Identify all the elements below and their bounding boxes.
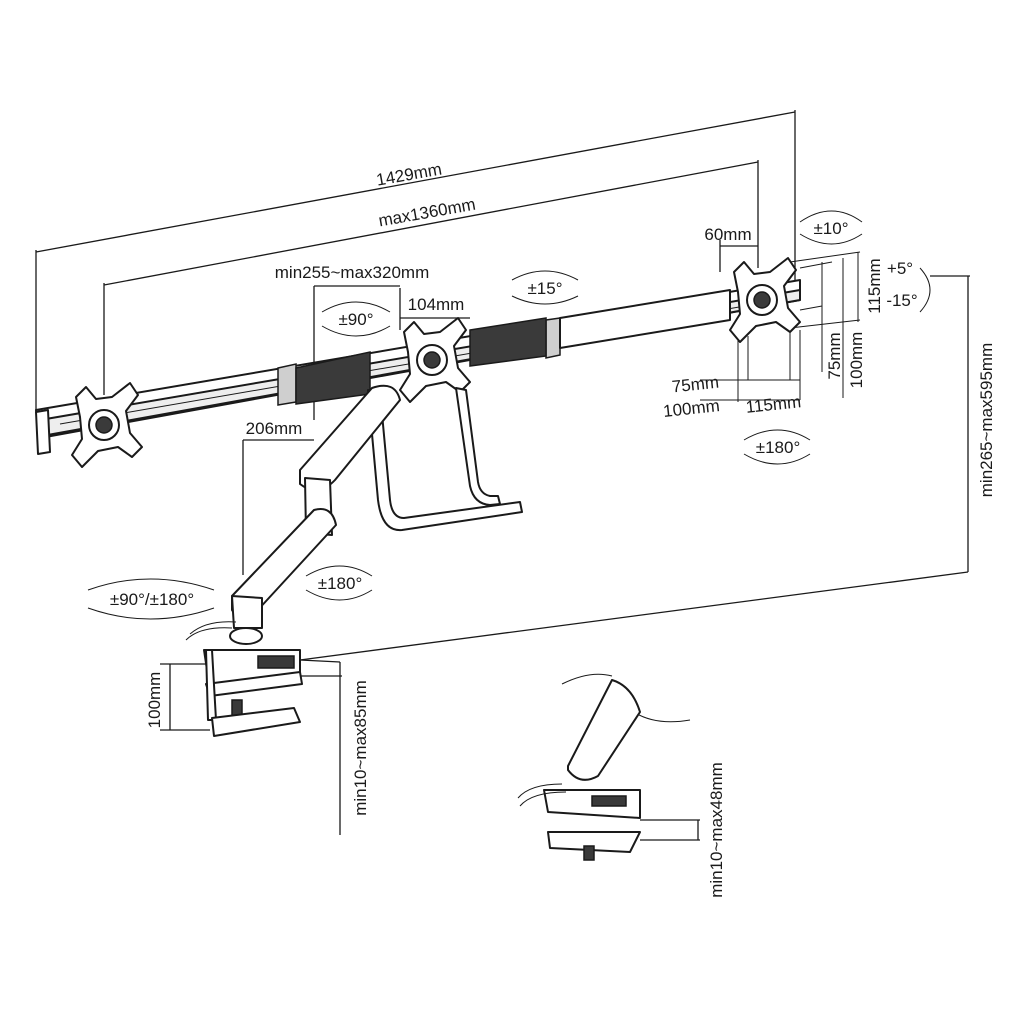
- label-center-offset: 104mm: [408, 295, 465, 314]
- label-vesa-100-v: 100mm: [847, 332, 866, 389]
- label-tilt-down: -15°: [886, 291, 917, 310]
- label-arm-reach: min255~max320mm: [275, 263, 430, 282]
- desk-edge-line: [299, 659, 341, 663]
- vesa-plate-right: [729, 257, 801, 343]
- label-tilt-up: +5°: [887, 259, 913, 278]
- label-vesa-100-h: 100mm: [662, 396, 720, 421]
- label-total-width: 1429mm: [375, 159, 443, 189]
- label-head-swivel: ±90°: [338, 310, 373, 329]
- label-vesa-75-v: 75mm: [825, 332, 844, 379]
- label-edge-offset: 60mm: [704, 225, 751, 244]
- label-bar-rotate: ±15°: [527, 279, 562, 298]
- gas-spring-arm: [231, 384, 401, 629]
- label-clamp-range: min10~max85mm: [351, 680, 370, 816]
- label-vesa-115-h: 115mm: [745, 392, 802, 417]
- grommet-mount-inset: [517, 673, 691, 861]
- label-rotation: ±180°: [756, 438, 801, 457]
- desk-clamp: [185, 621, 303, 737]
- label-arm-depth: 206mm: [246, 419, 303, 438]
- handle: [367, 387, 523, 532]
- label-vesa-115-v: 115mm: [865, 258, 884, 313]
- rotation-arcs: [87, 210, 931, 620]
- label-height-range: min265~max595mm: [977, 343, 996, 498]
- label-vesa-75-h: 75mm: [671, 373, 720, 397]
- vesa-plate-center: [399, 317, 471, 403]
- label-clamp-height: 100mm: [145, 672, 164, 729]
- label-swivel-right: ±10°: [813, 219, 848, 238]
- label-base-rotation: ±90°/±180°: [110, 590, 194, 609]
- vesa-plate-left: [71, 382, 143, 468]
- label-grommet-range: min10~max48mm: [707, 762, 726, 898]
- label-arm-rotation: ±180°: [318, 574, 363, 593]
- label-max-width: max1360mm: [377, 195, 477, 231]
- dimension-lines: [35, 110, 970, 841]
